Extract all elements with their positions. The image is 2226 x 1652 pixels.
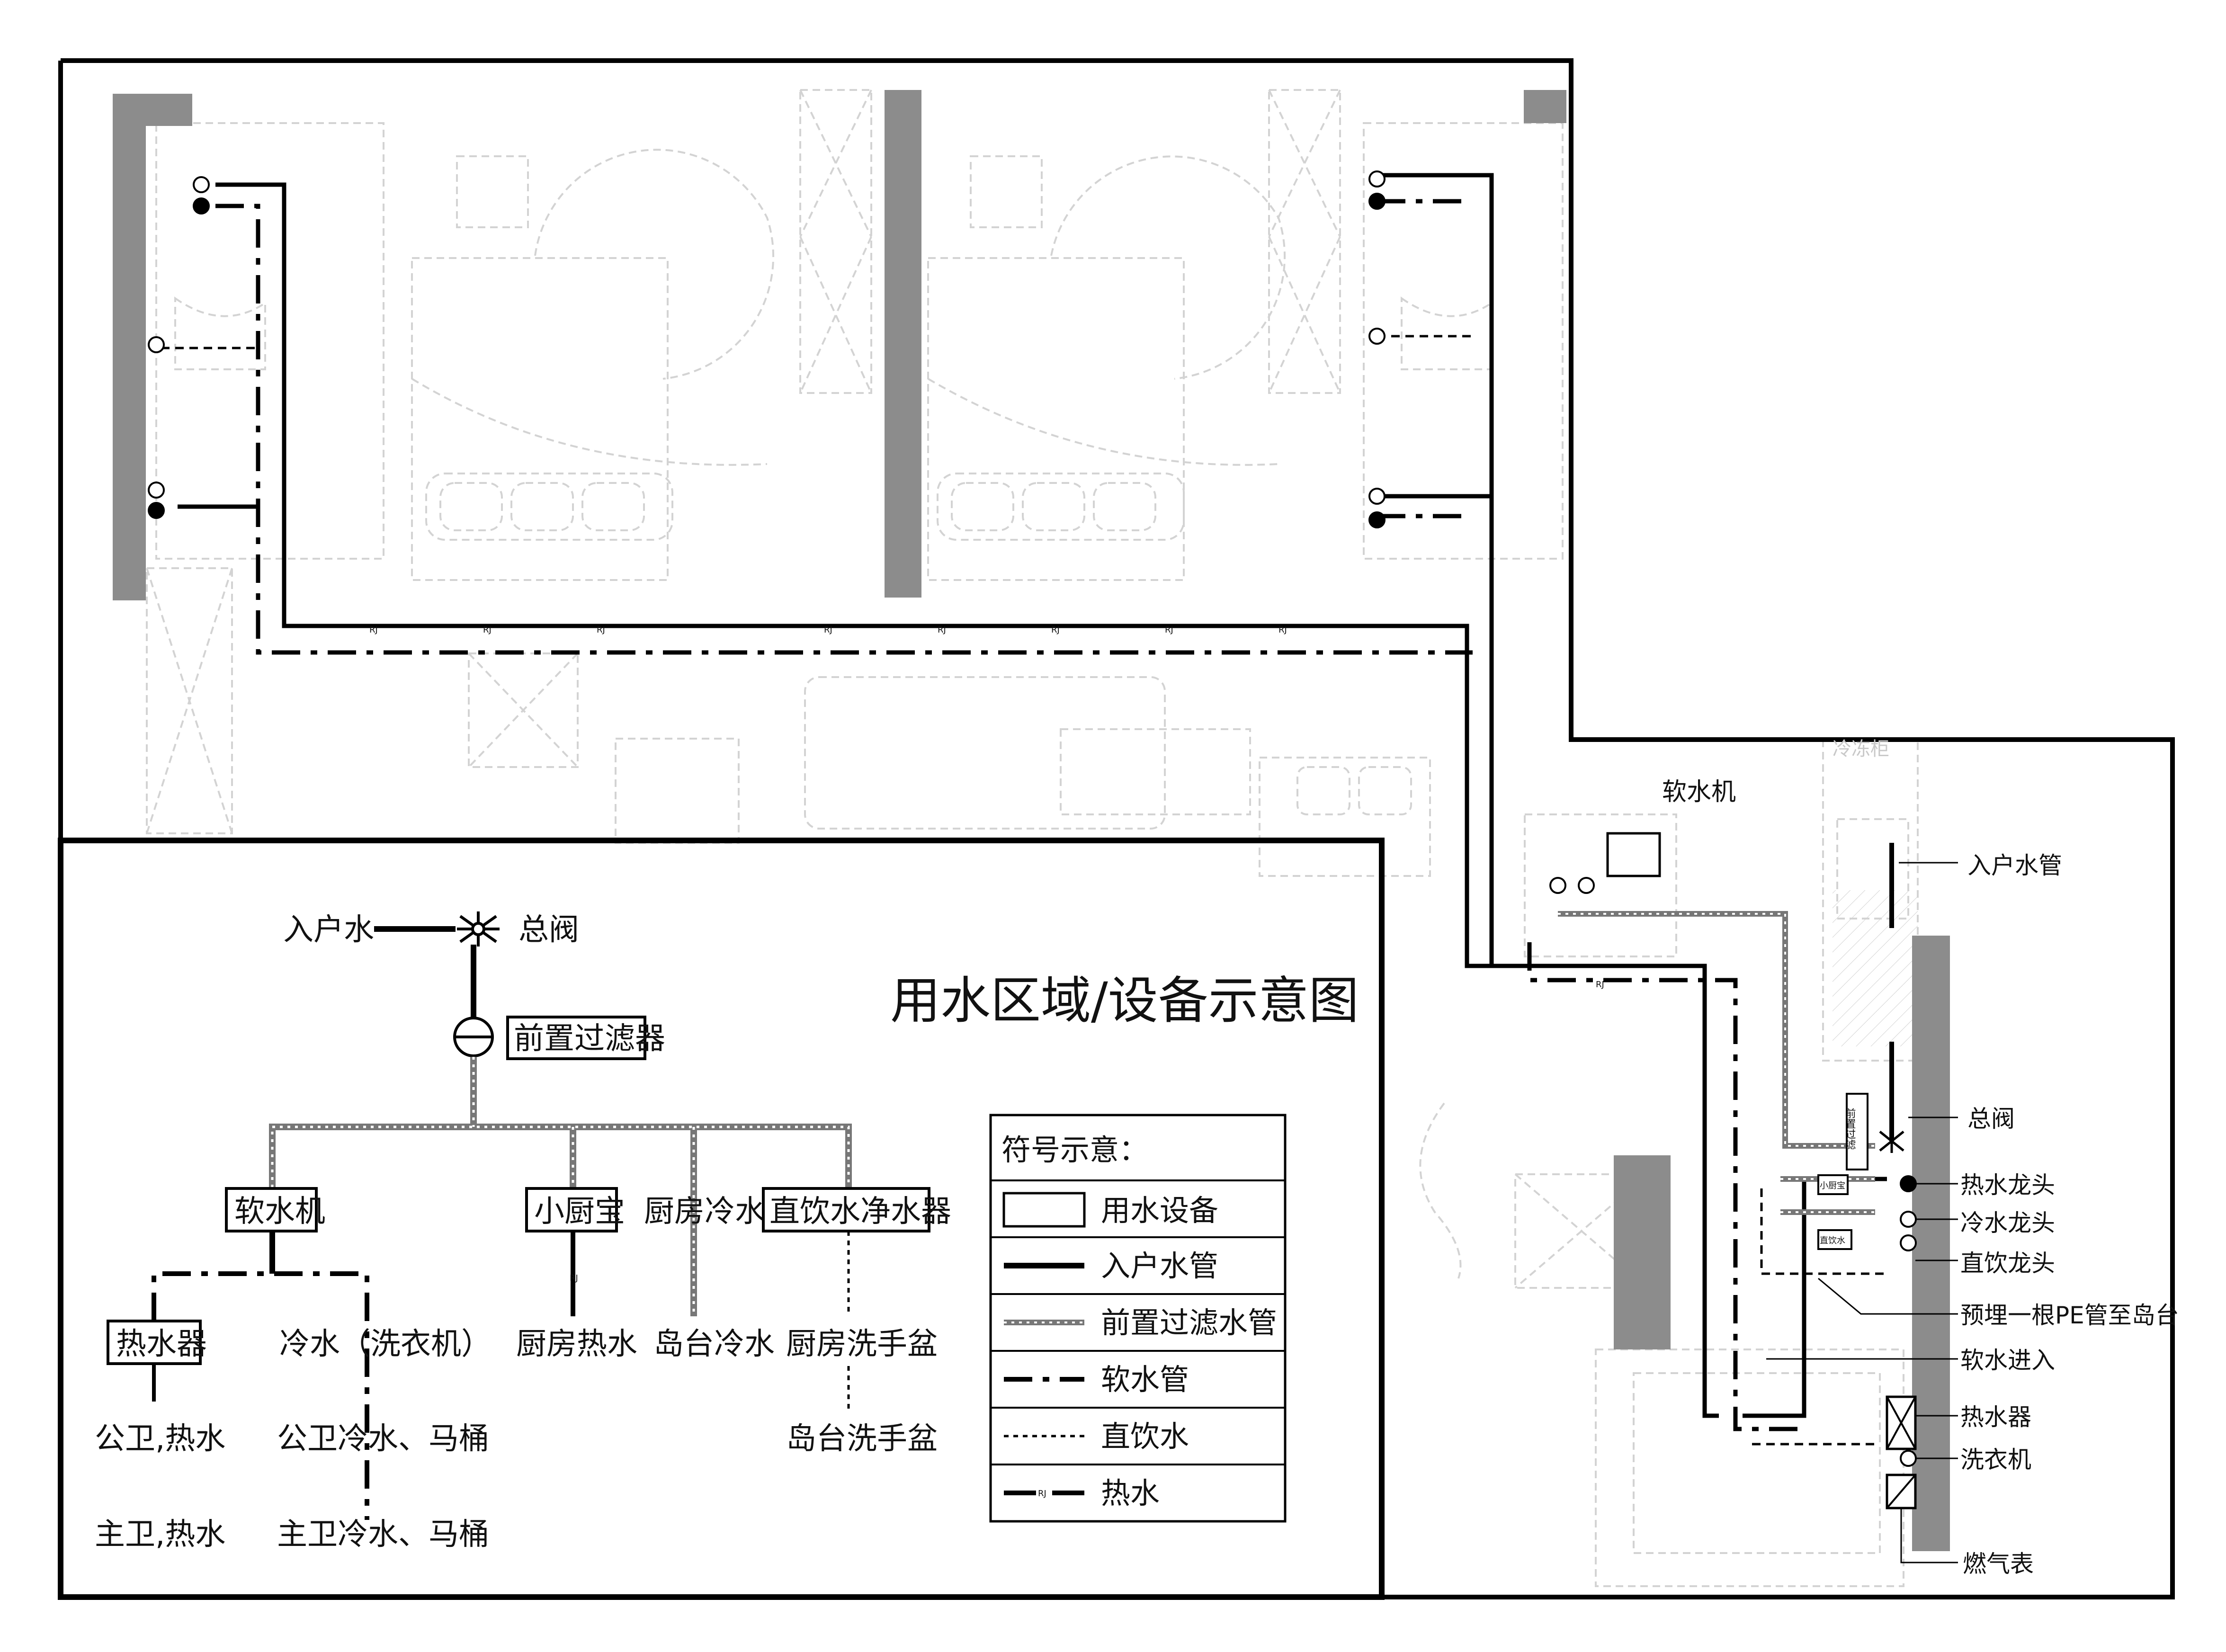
label-softener: 软水机 [234,1194,325,1229]
plan-label-inlet-pipe: 入户水管 [1967,852,2062,879]
main-valve-icon [457,911,500,947]
legend-label-device: 用水设备 [1101,1193,1218,1228]
plan-softener-device [1606,832,1661,877]
label-water-heater: 热水器 [116,1327,207,1362]
pipe-tag-9: RJ [1596,980,1604,990]
box-mini-heater-label: 小厨宝 [1820,1181,1845,1191]
main-title: 用水区域/设备示意图 [890,972,1359,1030]
plan-label-fridge: 冷冻柜 [1833,738,1889,760]
plan-label-direct-tap: 直饮龙头 [1960,1250,2055,1277]
label-cold-washer: 冷水（洗衣机） [279,1327,492,1362]
plan-label-soft-in: 软水进入 [1960,1347,2055,1374]
plan-label-softener: 软水机 [1662,778,1736,806]
plan-label-gas-meter: 燃气表 [1963,1550,2034,1578]
pipe-tag-1: RJ [369,625,378,635]
soft-water-plan-pipes [215,199,1804,1431]
legend-frame [989,1114,1287,1523]
label-source: 入户水 [283,912,374,947]
prefilter-box [506,1016,646,1060]
legend-title: 符号示意： [1001,1133,1148,1167]
label-public-bath-cold: 公卫冷水、马桶 [277,1421,489,1456]
label-public-bath-hot: 公卫,热水 [95,1421,225,1456]
pipe-tag-4: RJ [824,625,832,635]
callout-lines [1766,862,1958,1563]
label-kitchen-basin: 厨房洗手盆 [786,1327,938,1362]
pipe-tag-5: RJ [938,625,946,635]
softener-box [225,1187,318,1232]
pipe-tag-6: RJ [1051,625,1060,635]
legend-label-soft: 软水管 [1101,1362,1189,1397]
label-prefilter: 前置过滤器 [514,1021,665,1056]
label-master-bath-cold: 主卫冷水、马桶 [277,1517,489,1552]
plan-label-cold-tap: 冷水龙头 [1960,1209,2055,1237]
sink-hatch-area [1833,890,1918,1046]
pipe-tags: RJ RJ RJ RJ RJ RJ RJ RJ RJ [369,625,1604,990]
hot-tag-kitchen: RJ [570,1273,578,1283]
box-prefilter-label: 前置过滤 [1844,1108,1856,1150]
supply-schematic: 用水区域/设备示意图 入户水 总阀 前置过滤器 [95,911,1359,1552]
plan-label-main-valve: 总阀 [1967,1105,2015,1133]
label-kitchen-cold: 厨房冷水 [644,1194,765,1229]
box-direct [1817,1229,1852,1250]
plan-label-washer: 洗衣机 [1960,1446,2031,1473]
plan-label-pe-pipe: 预埋一根PE管至岛台 [1960,1302,2179,1329]
pipe-tag-8: RJ [1278,625,1287,635]
plan-label-heater: 热水器 [1960,1403,2031,1431]
label-island-basin: 岛台洗手盆 [786,1421,938,1456]
label-island-cold: 岛台冷水 [653,1327,775,1362]
prefilter-pipes-pattern [271,1057,850,1316]
plan-label-hot-tap: 热水龙头 [1960,1171,2055,1199]
soft-water-pipes [152,1271,369,1520]
prefilter-pipes [269,1057,852,1316]
label-purifier: 直饮水净水器 [769,1194,951,1229]
prefilter-plan-pipes-pattern [1558,913,1875,1213]
box-direct-label: 直饮水 [1820,1236,1845,1246]
label-mini-heater: 小厨宝 [534,1194,625,1229]
purifier-box [762,1187,930,1232]
box-prefilter [1846,1093,1868,1170]
label-master-bath-hot: 主卫,热水 [95,1517,225,1552]
symbol-legend: 符号示意： 用水设备 入户水管 前置过滤水管 软水管 直饮水 RJ 热水 [989,1114,1287,1523]
label-main-valve: 总阀 [519,912,579,947]
cold-water-pipes [161,335,1887,1446]
legend-label-inlet: 入户水管 [1101,1249,1218,1283]
plan-main-valve-icon [1879,1129,1904,1153]
pipe-tag-3: RJ [597,625,605,635]
wall-blocks [113,90,1950,1551]
legend-hot-tag: RJ [1038,1489,1046,1499]
box-mini-heater [1817,1174,1849,1195]
prefilter-plan-pipes [1558,911,1875,1215]
label-kitchen-hot: 厨房热水 [516,1327,637,1362]
prefilter-icon [453,1017,494,1057]
legend-label-prefilter: 前置过滤水管 [1101,1305,1277,1340]
pipe-tag-7: RJ [1165,625,1173,635]
legend-swatch-device [1002,1192,1086,1228]
tap-fixtures [148,170,1917,1467]
sheet-frames [58,58,2175,1600]
legend-label-direct: 直饮水 [1101,1419,1189,1454]
water-heater-box [107,1320,202,1365]
legend-label-hot: 热水 [1101,1476,1160,1510]
pipe-tag-2: RJ [483,625,492,635]
plan-annotations: 入户水管 总阀 热水龙头 冷水龙头 直饮龙头 预埋一根PE管至岛台 软水进入 热… [1960,852,2179,1578]
